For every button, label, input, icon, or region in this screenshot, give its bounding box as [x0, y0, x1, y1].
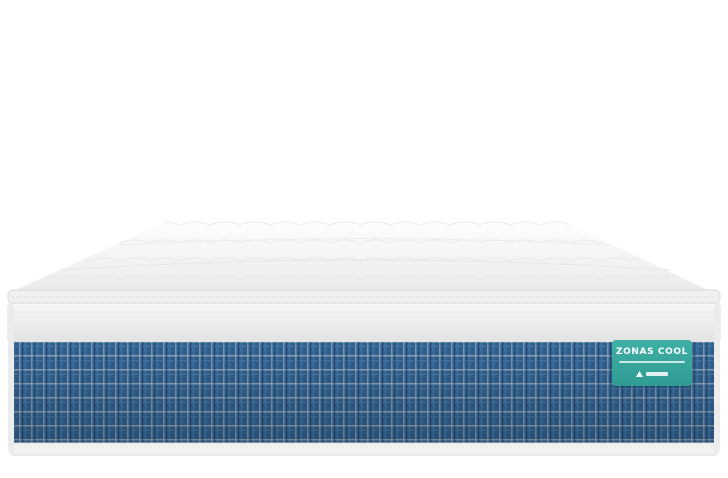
triangle-logo-icon — [636, 371, 643, 377]
brand-label: ZONAS COOL — [612, 340, 692, 386]
brand-name: ZONAS COOL — [616, 347, 688, 357]
mattress-bottom-trim — [9, 442, 719, 456]
label-sub-logo — [636, 371, 668, 377]
brand-tagline-line — [619, 361, 685, 363]
mattress-upper-border — [7, 302, 721, 344]
sub-logo-text-line — [646, 372, 668, 376]
